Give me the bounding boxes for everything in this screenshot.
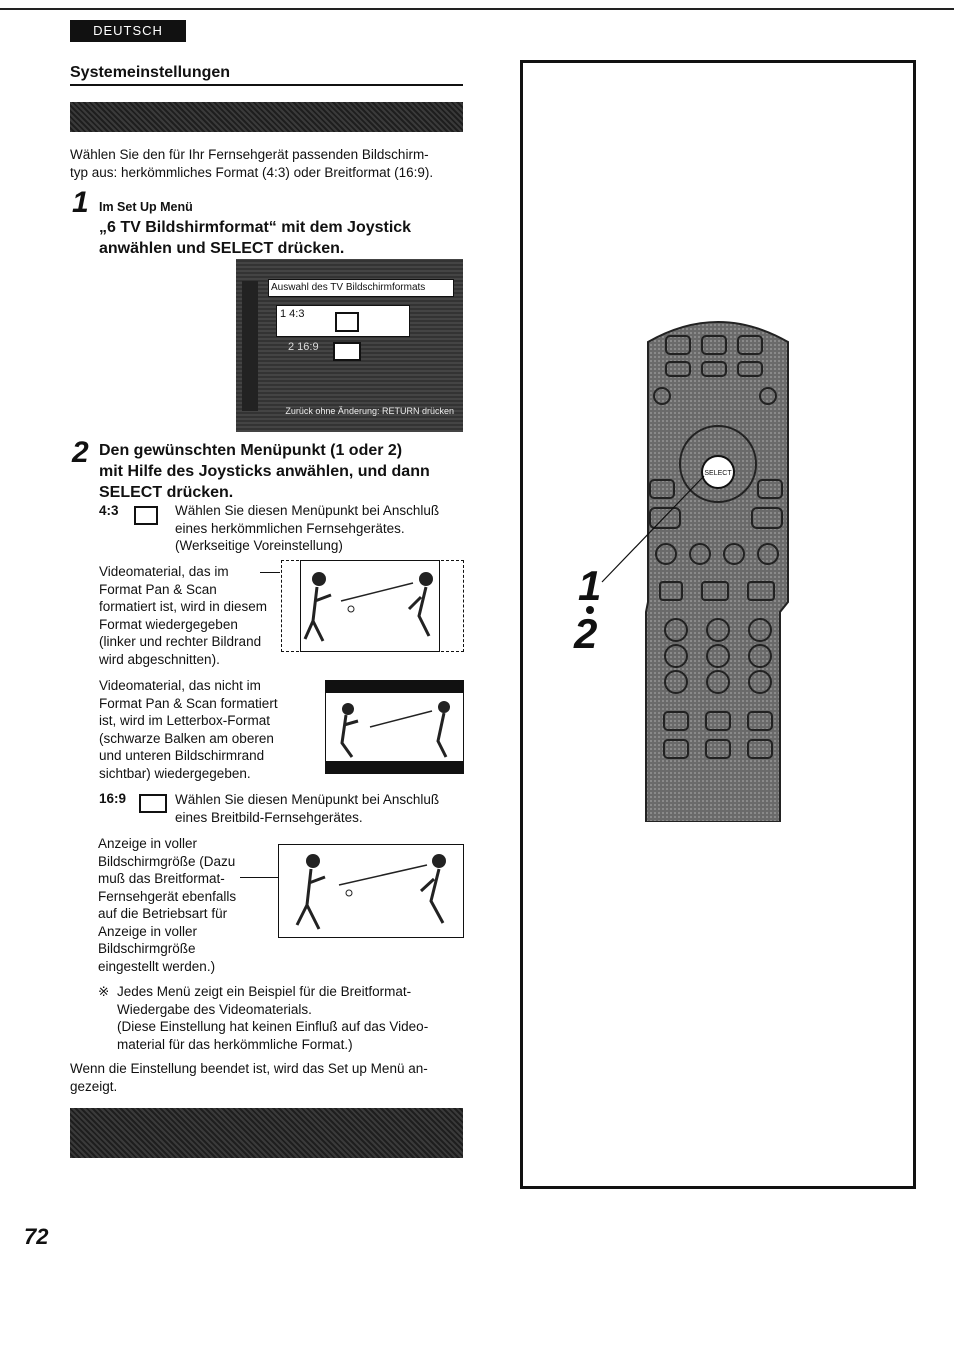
screen-169-icon — [139, 794, 167, 813]
baseball-scene-icon — [303, 572, 433, 642]
opt169-fullscreen-text: Anzeige in voller Bildschirmgröße (Dazu … — [98, 836, 237, 974]
baseball-scene-icon — [295, 854, 446, 930]
leader-line — [240, 877, 278, 878]
language-badge: DEUTSCH — [70, 20, 186, 42]
screen-169-icon — [333, 342, 361, 361]
opt43-desc: Wählen Sie diesen Menüpunkt bei Anschluß… — [175, 503, 440, 553]
menu-option-43: 1 4:3 — [276, 305, 410, 337]
pointer-line — [601, 475, 705, 583]
screen-43-icon — [134, 506, 158, 525]
baseball-scene-icon — [340, 701, 450, 758]
remote-panel-frame — [520, 60, 916, 1189]
top-rule — [0, 8, 954, 10]
closing-text: Wenn die Einstellung beendet ist, wird d… — [70, 1061, 428, 1094]
leader-line — [260, 572, 280, 573]
opt169-label: 16:9 — [99, 791, 127, 806]
letterbox-illustration — [325, 680, 464, 774]
step-dot — [586, 606, 594, 614]
menu-side-icons — [242, 281, 258, 411]
section-title: Systemeinstellungen — [70, 64, 231, 81]
note-text: Jedes Menü zeigt ein Beispiel für die Br… — [117, 984, 429, 1052]
opt43-panscan-text: Videomaterial, das im Format Pan & Scan … — [99, 564, 268, 667]
remote-step-1: 1 — [578, 562, 602, 609]
fullscreen-illustration — [278, 844, 464, 938]
intro-text: Wählen Sie den für Ihr Fernsehgerät pass… — [70, 147, 434, 180]
menu-footer: Zurück ohne Änderung: RETURN drücken — [285, 406, 454, 416]
step1-heading: „6 TV Bildshirmformat“ mit dem Joystick … — [99, 219, 412, 257]
panscan-illustration — [300, 560, 440, 652]
opt43-letterbox-text: Videomaterial, das nicht im Format Pan &… — [99, 678, 278, 781]
heading-bar-bottom — [70, 1108, 463, 1158]
section-rule — [70, 84, 463, 86]
step2-number: 2 — [72, 436, 89, 469]
screen-43-icon — [335, 312, 359, 332]
remote-select-label: SELECT — [704, 470, 732, 477]
step1-number: 1 — [72, 186, 89, 219]
opt43-label: 4:3 — [99, 503, 119, 518]
step2-heading: Den gewünschten Menüpunkt (1 oder 2) mit… — [99, 442, 430, 501]
remote-control-illustration: SELECT — [642, 312, 794, 823]
menu-title: Auswahl des TV Bildschirmformats — [268, 279, 454, 297]
note-mark: ※ — [98, 984, 110, 999]
page-number: 72 — [24, 1224, 49, 1249]
heading-bar-top — [70, 102, 463, 132]
remote-step-2: 2 — [574, 610, 598, 657]
step1-sub: Im Set Up Menü — [99, 200, 193, 214]
menu-option-169: 2 16:9 — [288, 341, 319, 353]
opt169-desc: Wählen Sie diesen Menüpunkt bei Anschluß… — [175, 792, 440, 825]
